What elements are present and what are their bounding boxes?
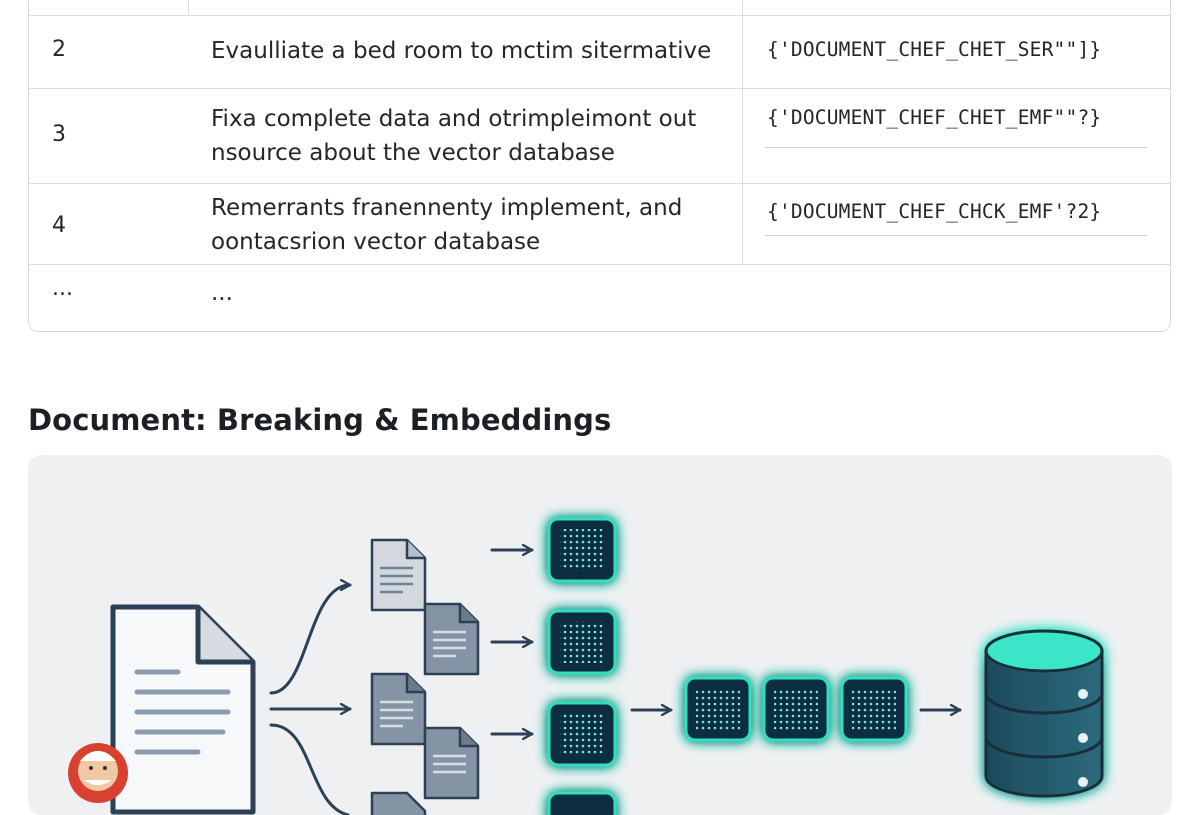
table-row-ellipsis: ... ... xyxy=(29,264,1170,331)
embedding-block-icon xyxy=(547,791,617,815)
data-table: 2 Evaulliate a bed room to mctim siterma… xyxy=(28,0,1171,332)
embedding-block-icon xyxy=(547,609,617,675)
description-line: Evaulliate a bed room to mctim sitermati… xyxy=(211,38,712,64)
column-divider xyxy=(188,0,189,14)
table-row[interactable]: 2 Evaulliate a bed room to mctim siterma… xyxy=(29,15,1170,89)
source-document-icon xyxy=(110,604,256,815)
row-description: Evaulliate a bed room to mctim sitermati… xyxy=(211,34,751,68)
description-line: ... xyxy=(211,280,233,306)
table-row[interactable]: 3 Fixa complete data and otrimpleimont o… xyxy=(29,88,1170,184)
chunk-document-icon xyxy=(423,602,480,676)
chunk-to-embedding-arrows xyxy=(490,550,534,734)
vector-database-icon xyxy=(984,629,1104,798)
pipeline-diagram-svg xyxy=(68,517,1104,815)
branch-arrows xyxy=(269,585,352,815)
embedding-block-icon xyxy=(840,676,908,742)
section-title: Document: Breaking & Embeddings xyxy=(28,403,612,437)
chunk-document-icon xyxy=(370,538,427,612)
description-line: Remerrants franennenty implement, and xyxy=(211,195,683,221)
row-description: Remerrants franennenty implement, and oo… xyxy=(211,191,751,259)
description-line: Fixa complete data and otrimpleimont out xyxy=(211,106,697,132)
chunk-document-icons xyxy=(370,538,480,815)
row-number: 2 xyxy=(52,37,66,62)
description-line: oontacsrion vector database xyxy=(211,229,541,255)
table-row[interactable]: 4 Remerrants franennenty implement, and … xyxy=(29,183,1170,265)
row-description: ... xyxy=(211,276,751,310)
embedding-sequence xyxy=(684,676,908,742)
embedding-block-icon xyxy=(547,701,617,767)
row-description: Fixa complete data and otrimpleimont out… xyxy=(211,102,751,170)
embedding-column xyxy=(547,517,617,815)
code-underline xyxy=(765,147,1147,148)
row-code: {'DOCUMENT_CHEF_CHET_EMF""?} xyxy=(767,106,1102,129)
embedding-block-icon xyxy=(547,517,617,583)
chunk-document-icon xyxy=(370,791,427,815)
embedding-block-icon xyxy=(762,676,830,742)
row-number: 3 xyxy=(52,122,66,147)
mascot-avatar xyxy=(68,743,128,803)
row-code: {'DOCUMENT_CHEF_CHCK_EMF'?2} xyxy=(767,200,1102,223)
table-row-partial xyxy=(29,0,1170,16)
description-line: nsource about the vector database xyxy=(211,140,615,166)
embedding-diagram xyxy=(28,455,1172,815)
chunk-document-icon xyxy=(370,672,427,746)
embedding-block-icon xyxy=(684,676,752,742)
row-number: 4 xyxy=(52,213,66,238)
row-code: {'DOCUMENT_CHEF_CHET_SER""]} xyxy=(767,38,1102,61)
row-number: ... xyxy=(52,276,73,301)
chunk-document-icon xyxy=(423,726,480,800)
column-divider xyxy=(742,0,743,264)
code-underline xyxy=(765,235,1147,236)
